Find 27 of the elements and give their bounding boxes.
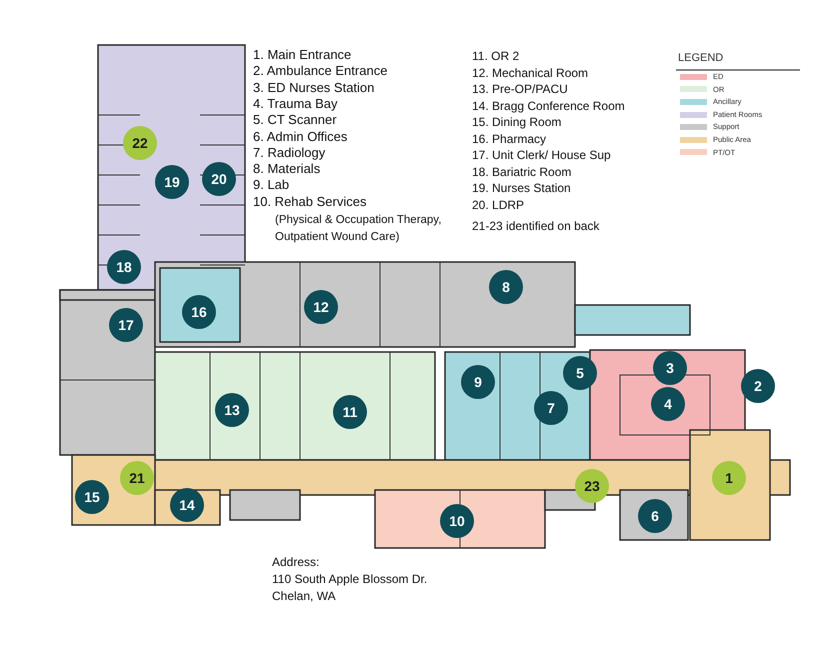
legend-list-item: 11. OR 2	[472, 50, 520, 62]
legend-list-item: 10. Rehab Services	[253, 194, 366, 208]
legend-list-item: 19. Nurses Station	[472, 182, 571, 194]
legend-list-item: 16. Pharmacy	[472, 132, 546, 144]
legend-list-item: 8. Materials	[253, 162, 320, 176]
legend-list-item: 18. Bariatric Room	[472, 166, 572, 178]
legend-list-item: 4. Trauma Bay	[253, 96, 338, 110]
legend-list-item: 1. Main Entrance	[253, 48, 352, 61]
legend-list-item: 2. Ambulance Entrance	[253, 64, 388, 78]
callout-number: 2	[741, 369, 775, 403]
address-text: Chelan, WA	[272, 590, 336, 602]
legend-list-item: 13. Pre-OP/PACU	[472, 83, 568, 95]
legend-list-item: 12. Mechanical Room	[472, 66, 588, 78]
address-text: Address:	[272, 556, 320, 568]
note-text: (Physical & Occupation Therapy, Outpatient Wound Care)	[275, 213, 442, 245]
legend-list-item: 5. CT Scanner	[253, 113, 337, 126]
note-text: 21-23 identified on back	[472, 220, 600, 232]
legend-list-item: 7. Radiology	[253, 146, 326, 159]
legend-list-item: 3. ED Nurses Station	[253, 80, 374, 94]
legend-list-item: 6. Admin Offices	[253, 130, 348, 142]
legend-list-item: 9. Lab	[253, 178, 290, 192]
address-text: 110 South Apple Blossom Dr.	[272, 573, 428, 585]
legend-list-item: 15. Dining Room	[472, 116, 562, 128]
legend-title: LEGEND	[678, 53, 724, 64]
legend-list-item: 14. Bragg Conference Room	[472, 100, 625, 112]
legend-list-item: 17. Unit Clerk/ House Sup	[472, 149, 611, 161]
legend-list-item: 20. LDRP	[472, 198, 524, 210]
